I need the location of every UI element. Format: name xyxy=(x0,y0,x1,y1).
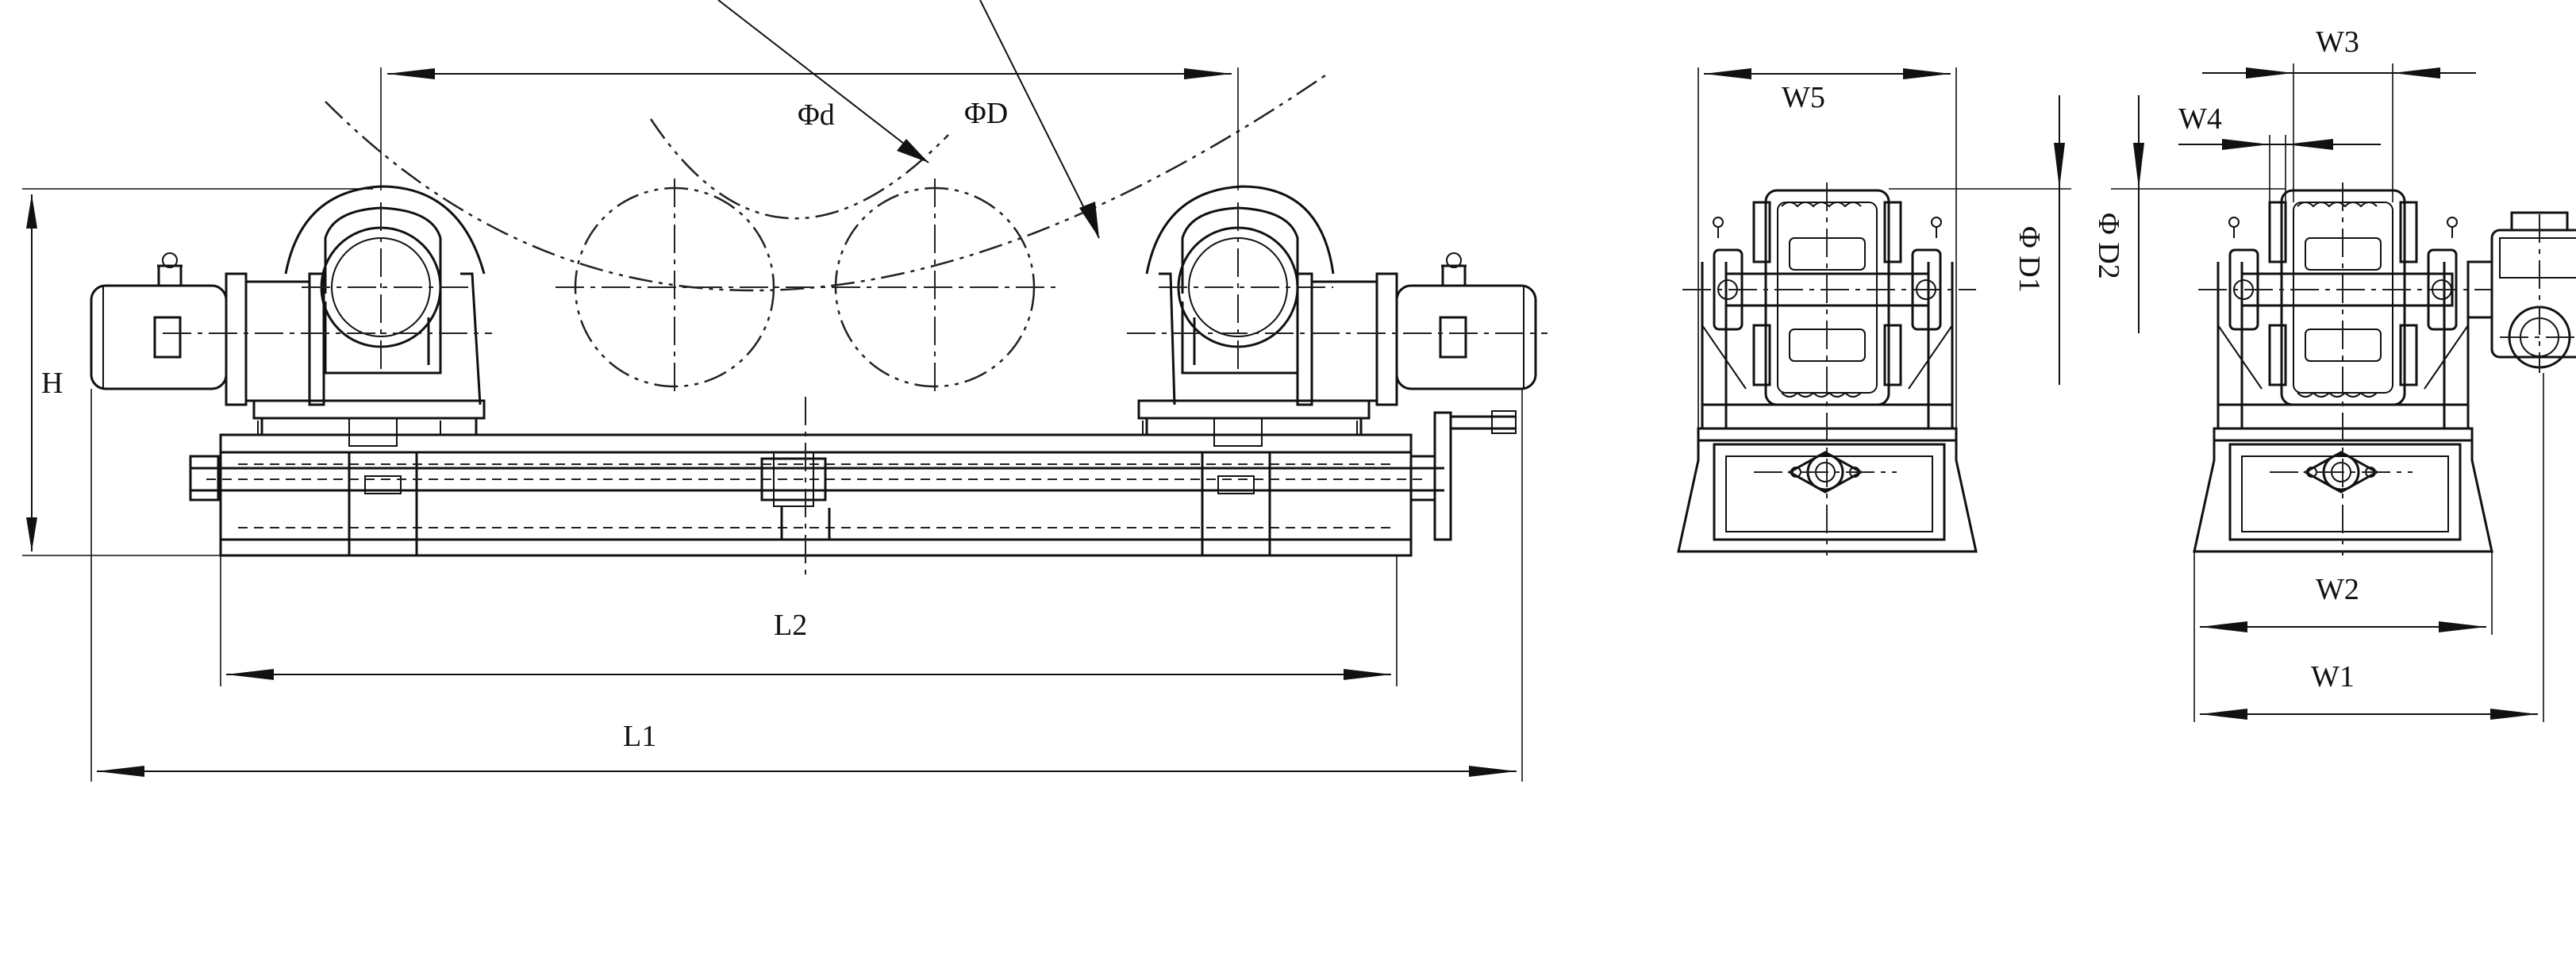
label-L2: L2 xyxy=(774,609,807,642)
dimension-W2: W2 xyxy=(2193,551,2493,722)
label-phi-d: Φd xyxy=(798,98,835,132)
leader-phi-d xyxy=(717,0,929,163)
front-view: H Φd ΦD L2 L1 xyxy=(22,0,1548,782)
label-W3: W3 xyxy=(2316,25,2359,59)
dimension-H: H xyxy=(22,188,373,556)
dimension-W5: W5 xyxy=(1697,67,1957,428)
label-phi-D2: Φ D2 xyxy=(2092,213,2125,279)
dimension-W3: W3 xyxy=(2202,25,2476,202)
label-W4: W4 xyxy=(2178,102,2222,136)
base-frame xyxy=(189,397,1517,579)
dimension-W1: W1 xyxy=(2200,373,2544,722)
dimension-roller-spacing xyxy=(380,67,1239,190)
label-W1: W1 xyxy=(2311,660,2355,694)
label-W5: W5 xyxy=(1782,81,1825,114)
label-W2: W2 xyxy=(2316,573,2359,606)
dimension-L1: L1 xyxy=(90,389,1523,782)
side-view-idler: W5 Φ D1 xyxy=(1677,67,2071,555)
right-roller-unit xyxy=(1127,185,1548,447)
dimension-W4: W4 xyxy=(2178,102,2381,202)
leader-phi-D xyxy=(979,0,1100,239)
workpiece-small-arc xyxy=(649,118,949,220)
label-H: H xyxy=(41,367,63,400)
dimension-phi-D1: Φ D1 xyxy=(1889,95,2071,385)
label-phi-D: ΦD xyxy=(964,97,1008,130)
dimension-L2: L2 xyxy=(220,555,1398,686)
label-L1: L1 xyxy=(623,720,656,753)
side-view-drive: W3 W4 Φ D2 W2 xyxy=(2092,25,2576,722)
left-roller-unit xyxy=(90,185,492,447)
workpiece-large-arc xyxy=(325,74,1326,292)
dimension-phi-D2: Φ D2 xyxy=(2092,95,2286,333)
label-phi-D1: Φ D1 xyxy=(2013,226,2046,293)
